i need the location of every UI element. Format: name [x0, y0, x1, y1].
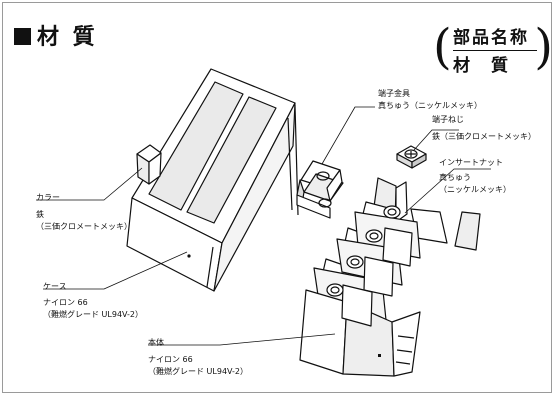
insert-nut-material-2: （ニッケルメッキ） [439, 185, 511, 194]
body-screws [326, 205, 401, 297]
terminal-screw-name: 端子ねじ [432, 115, 464, 124]
page-title: 材 質 [14, 19, 98, 51]
body-marking [378, 354, 381, 357]
case-name: ケース [43, 282, 67, 291]
insert-nut-name: インサートナット [439, 158, 503, 167]
leader-lines [36, 106, 491, 346]
title-text: 材 質 [37, 25, 98, 50]
square-bullet-icon [14, 28, 31, 45]
body-name: 本体 [148, 338, 164, 347]
terminal-fitting-drawing [296, 160, 344, 219]
legend-divider [453, 50, 537, 51]
terminal-screw-drawing [396, 145, 427, 169]
collar-name: カラー [36, 193, 60, 202]
body-drawing [299, 177, 481, 377]
legend-box: ( 部品名称 材 質 ) [433, 17, 553, 85]
terminal-fitting-material: 真ちゅう（ニッケルメッキ） [378, 101, 482, 110]
legend-material: 材 質 [453, 56, 510, 76]
collar-material-1: 鉄 [36, 210, 44, 219]
terminal-screw-material: 鉄（三価クロメートメッキ） [432, 132, 536, 141]
case-marking [187, 254, 191, 258]
collar-drawing [136, 144, 162, 185]
collar-material-2: （三価クロメートメッキ） [36, 222, 132, 231]
body-material-1: ナイロン 66 [148, 355, 193, 364]
terminal-fitting-name: 端子金具 [378, 89, 410, 98]
insert-nut-material-1: 真ちゅう [439, 173, 471, 182]
case-drawing [126, 68, 299, 292]
case-material-2: （難燃グレード UL94V-2） [43, 310, 144, 319]
left-paren-icon: ( [433, 19, 452, 75]
legend-part-name: 部品名称 [453, 28, 529, 48]
body-material-2: （難燃グレード UL94V-2） [148, 367, 249, 376]
page-frame [2, 2, 552, 393]
right-paren-icon: ) [534, 19, 553, 75]
case-material-1: ナイロン 66 [43, 298, 88, 307]
